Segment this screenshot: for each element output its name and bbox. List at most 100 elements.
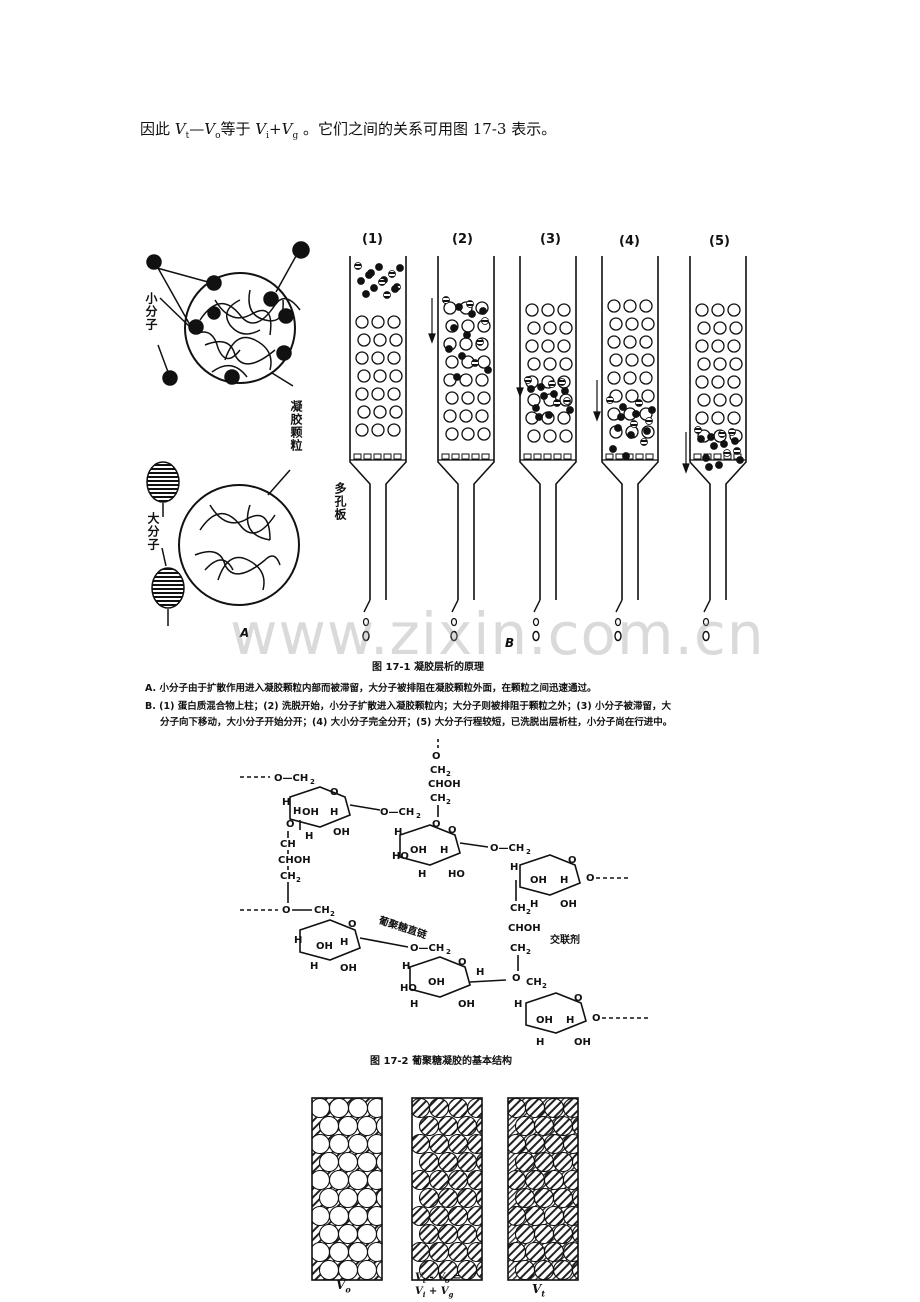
- svg-text:CH: CH: [430, 793, 446, 804]
- column-outline: [411, 1097, 483, 1281]
- intro-part: 因此: [140, 120, 175, 138]
- svg-text:H: H: [282, 797, 290, 808]
- gel-bead: [641, 317, 655, 331]
- vt-var: V: [532, 1282, 542, 1296]
- svg-text:H: H: [418, 869, 426, 880]
- gel-bead: [639, 371, 653, 385]
- gel-bead: [387, 315, 401, 329]
- svg-text:OH: OH: [302, 807, 319, 818]
- gel-bead: [459, 373, 473, 387]
- svg-text:OH: OH: [530, 875, 547, 886]
- svg-text:O: O: [592, 1013, 601, 1024]
- svg-text:O: O: [586, 873, 595, 884]
- svg-text:O—CH: O—CH: [410, 943, 444, 954]
- gel-bead: [371, 387, 385, 401]
- column-1: [349, 256, 407, 642]
- gel-bead: [727, 411, 741, 425]
- svg-text:2: 2: [446, 798, 451, 806]
- gel-bead: [371, 351, 385, 365]
- gel-bead: [459, 409, 473, 423]
- svg-text:OH: OH: [340, 963, 357, 974]
- intro-part: 等于: [220, 120, 256, 138]
- svg-text:H: H: [530, 899, 538, 910]
- gel-bead: [459, 337, 473, 351]
- column-4: [601, 256, 659, 642]
- gel-bead: [639, 335, 653, 349]
- gel-bead: [559, 321, 573, 335]
- svg-text:OH: OH: [410, 845, 427, 856]
- gel-bead: [607, 371, 621, 385]
- gel-bead: [355, 387, 369, 401]
- svg-text:2: 2: [416, 812, 421, 820]
- svg-text:H: H: [293, 806, 301, 817]
- gel-bead: [729, 393, 743, 407]
- label-vt: Vt: [532, 1282, 545, 1298]
- mid-d: + V: [425, 1286, 449, 1297]
- column-2: [437, 256, 495, 642]
- var-v: V: [281, 120, 293, 138]
- gel-bead: [729, 357, 743, 371]
- gel-bead: [389, 405, 403, 419]
- column-outline: [311, 1097, 383, 1281]
- gel-bead: [727, 339, 741, 353]
- gel-bead: [355, 423, 369, 437]
- gel-bead: [711, 411, 725, 425]
- gel-bead: [609, 317, 623, 331]
- svg-text:CH: CH: [430, 765, 446, 776]
- columns-group: [349, 256, 747, 642]
- gel-bead: [527, 321, 541, 335]
- svg-text:葡聚糖直链: 葡聚糖直链: [376, 913, 429, 941]
- gel-bead: [625, 353, 639, 367]
- panel-a: [146, 241, 310, 626]
- svg-text:OH: OH: [316, 941, 333, 952]
- gel-bead: [625, 317, 639, 331]
- gel-bead: [477, 427, 491, 441]
- volume-column-1: [312, 1098, 382, 1280]
- gel-bead: [697, 357, 711, 371]
- gel-bead: [387, 351, 401, 365]
- figure2-title: 图 17-2 葡聚糖凝胶的基本结构: [370, 1056, 512, 1067]
- volume-columns-group: [311, 1097, 579, 1281]
- svg-text:O: O: [330, 787, 339, 798]
- gel-bead: [371, 315, 385, 329]
- svg-text:2: 2: [526, 948, 531, 956]
- gel-bead: [711, 339, 725, 353]
- sub-i: i: [266, 131, 270, 141]
- svg-text:O—CH: O—CH: [380, 807, 414, 818]
- svg-text:O—CH: O—CH: [274, 773, 308, 784]
- gel-bead: [557, 411, 571, 425]
- svg-text:CH: CH: [280, 839, 296, 850]
- mid-eq: =: [449, 1272, 462, 1283]
- svg-text:O: O: [432, 751, 441, 762]
- svg-text:2: 2: [542, 982, 547, 990]
- gel-bead: [443, 409, 457, 423]
- column-label-2: (2): [452, 232, 473, 247]
- gel-bead: [371, 423, 385, 437]
- svg-text:H: H: [330, 807, 338, 818]
- gel-bead: [711, 303, 725, 317]
- gel-bead: [639, 299, 653, 313]
- svg-text:H: H: [514, 999, 522, 1010]
- gel-bead: [641, 353, 655, 367]
- gel-bead: [445, 391, 459, 405]
- mid-a-sub: t: [422, 1276, 426, 1285]
- gel-bead: [641, 389, 655, 403]
- svg-text:CH: CH: [510, 903, 526, 914]
- gel-bead: [355, 315, 369, 329]
- var-v: V: [174, 120, 186, 138]
- svg-text:O: O: [512, 973, 521, 984]
- gel-bead: [607, 299, 621, 313]
- column-label-1: (1): [362, 232, 383, 247]
- big-molecule-label: 大分子: [146, 512, 160, 551]
- column-label-5: (5): [709, 234, 730, 249]
- svg-text:CH: CH: [280, 871, 296, 882]
- svg-text:2: 2: [310, 778, 315, 786]
- gel-bead: [461, 391, 475, 405]
- svg-text:H: H: [310, 961, 318, 972]
- svg-text:H: H: [294, 935, 302, 946]
- gel-bead: [373, 333, 387, 347]
- mid-a: V: [415, 1272, 423, 1283]
- gel-bead: [697, 393, 711, 407]
- gel-bead: [543, 357, 557, 371]
